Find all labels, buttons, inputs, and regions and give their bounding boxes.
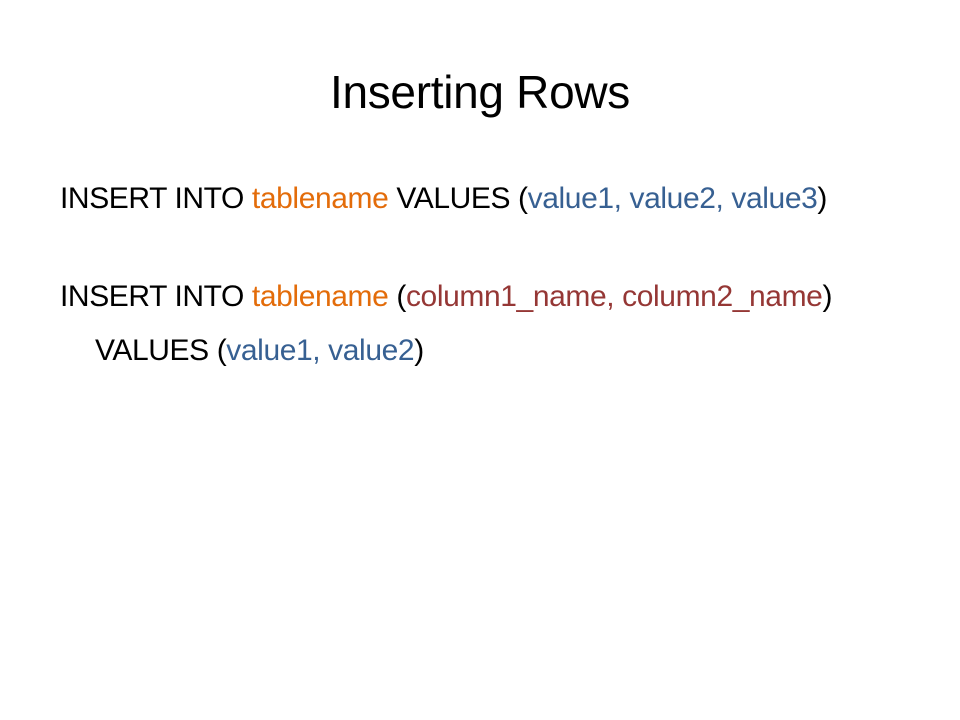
- sql-values: value1, value2: [226, 334, 415, 367]
- sql-keyword: ): [414, 334, 424, 367]
- slide-body: INSERT INTO tablename VALUES (value1, va…: [60, 172, 920, 422]
- sql-keyword: INSERT INTO: [60, 182, 252, 215]
- sql-statement-values-only: INSERT INTO tablename VALUES (value1, va…: [60, 172, 920, 226]
- sql-keyword: INSERT INTO: [60, 280, 252, 313]
- sql-statement-with-columns: INSERT INTO tablename (column1_name, col…: [60, 270, 920, 378]
- sql-values: value1, value2, value3: [527, 182, 818, 215]
- sql-keyword: VALUES (: [388, 182, 528, 215]
- sql-table-name: tablename: [251, 182, 389, 215]
- sql-keyword: ) VALUES (: [95, 280, 840, 367]
- sql-column-names: column1_name, column2_name: [405, 280, 823, 313]
- sql-keyword: (: [388, 280, 406, 313]
- slide-title: Inserting Rows: [329, 66, 631, 118]
- sql-table-name: tablename: [251, 280, 389, 313]
- sql-keyword: ): [817, 182, 827, 215]
